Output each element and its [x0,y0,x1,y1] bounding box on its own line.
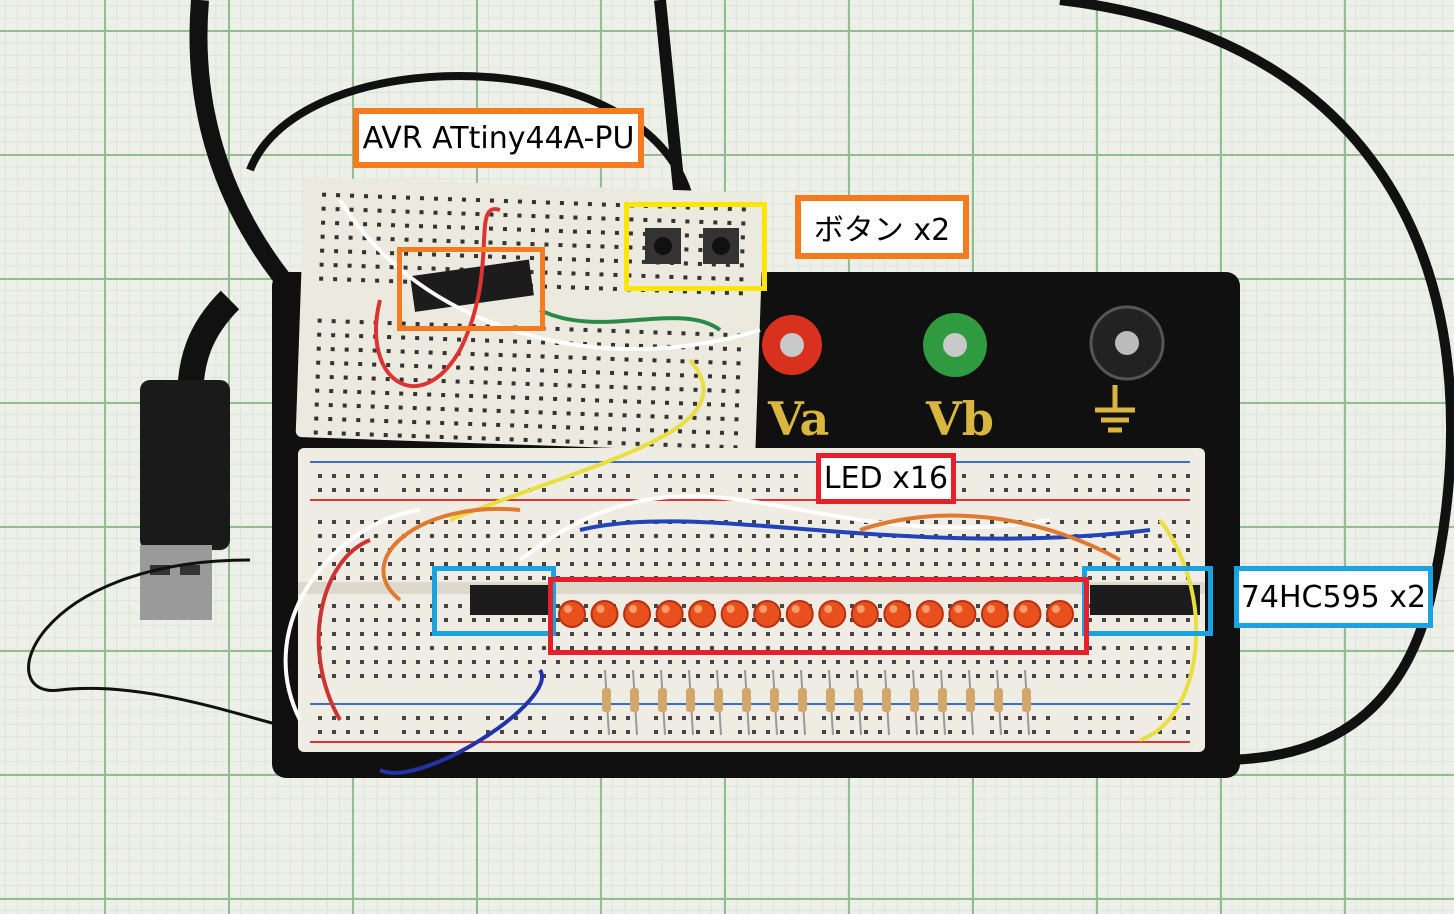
shift-registers-label: 74HC595 x2 [1234,566,1433,628]
resistor [826,688,835,712]
resistor [658,688,667,712]
usb-cable [189,0,307,306]
resistor [994,688,1003,712]
resistor [1022,688,1031,712]
resistor [602,688,611,712]
buttons-label: ボタン x2 [795,195,969,259]
resistor [854,688,863,712]
resistor [798,688,807,712]
shift-register-frame-1 [432,566,556,636]
resistor [686,688,695,712]
resistor [882,688,891,712]
ground-icon [1095,385,1135,433]
resistor [714,688,723,712]
shift-register-chip-1 [470,585,550,615]
cable [1059,0,1454,765]
terminal-va-label: Va [768,392,830,446]
led-highlight-frame [548,577,1089,655]
resistor [910,688,919,712]
shift-register-frame-2 [1082,566,1213,636]
resistor [966,688,975,712]
resistor [938,688,947,712]
mcu-label: AVR ATtiny44A-PU [353,108,644,168]
mcu-highlight-frame [397,247,545,331]
usb-connector [140,545,212,620]
terminal-vb-label: Vb [926,392,994,446]
usb-plug [140,380,230,550]
resistor [742,688,751,712]
shift-register-chip-2 [1090,585,1200,615]
leds-label: LED x16 [816,453,956,504]
buttons-highlight-frame [624,202,767,291]
resistor [770,688,779,712]
resistor [630,688,639,712]
